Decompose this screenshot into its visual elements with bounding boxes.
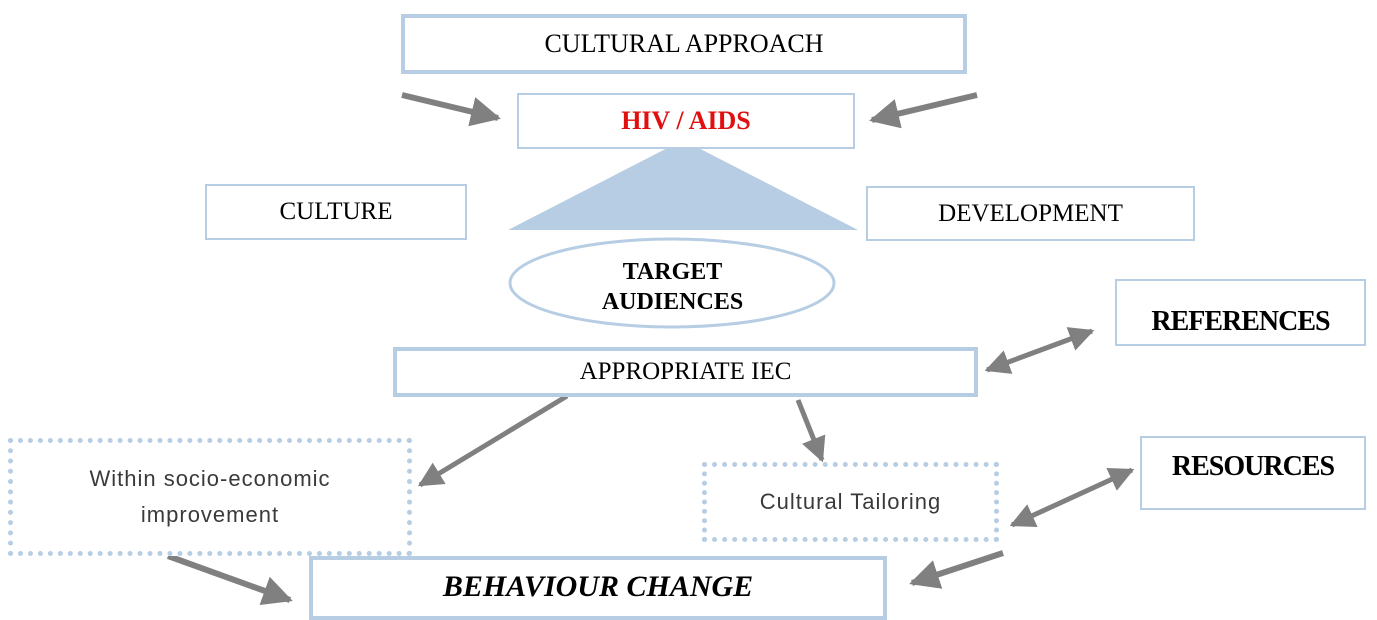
socio-economic-label: Within socio-economic improvement <box>89 466 331 527</box>
hiv-aids-box: HIV / AIDS <box>517 93 855 149</box>
target-audiences-ellipse <box>508 237 836 329</box>
triangle-shape <box>508 140 858 230</box>
references-box: REFERENCES <box>1115 279 1366 346</box>
culture-label: CULTURE <box>279 198 393 225</box>
arrow-iec-to-tailoring <box>795 399 826 463</box>
resources-label: RESOURCES <box>1171 451 1335 482</box>
appropriate-iec-box: APPROPRIATE IEC <box>393 347 978 397</box>
arrow-resources-tailoring <box>1009 467 1135 528</box>
cultural-tailoring-box: Cultural Tailoring <box>702 462 999 542</box>
target-audiences-label: TARGET AUDIENCES <box>601 259 744 315</box>
target-audiences-node: TARGET AUDIENCES <box>580 255 765 319</box>
development-box: DEVELOPMENT <box>866 186 1195 241</box>
behaviour-change-label: BEHAVIOUR CHANGE <box>442 570 754 603</box>
arrow-iec-to-socio <box>417 393 569 488</box>
cultural-approach-box: CULTURAL APPROACH <box>401 14 967 74</box>
arrow-references-iec <box>984 327 1095 374</box>
development-label: DEVELOPMENT <box>938 199 1123 227</box>
hiv-aids-label: HIV / AIDS <box>621 106 751 135</box>
cultural-approach-label: CULTURAL APPROACH <box>544 29 824 58</box>
culture-box: CULTURE <box>205 184 467 240</box>
socio-economic-box: Within socio-economic improvement <box>8 438 412 556</box>
behaviour-change-box: BEHAVIOUR CHANGE <box>309 556 887 620</box>
references-label: REFERENCES <box>1151 305 1330 337</box>
arrow-socio-to-behaviour <box>166 553 293 605</box>
arrow-right-to-hiv <box>869 92 978 129</box>
appropriate-iec-label: APPROPRIATE IEC <box>579 358 792 385</box>
cultural-tailoring-label: Cultural Tailoring <box>759 489 942 514</box>
resources-box: RESOURCES <box>1140 436 1366 510</box>
arrow-left-to-hiv <box>401 92 501 127</box>
arrow-tailoring-to-behaviour <box>909 550 1004 589</box>
